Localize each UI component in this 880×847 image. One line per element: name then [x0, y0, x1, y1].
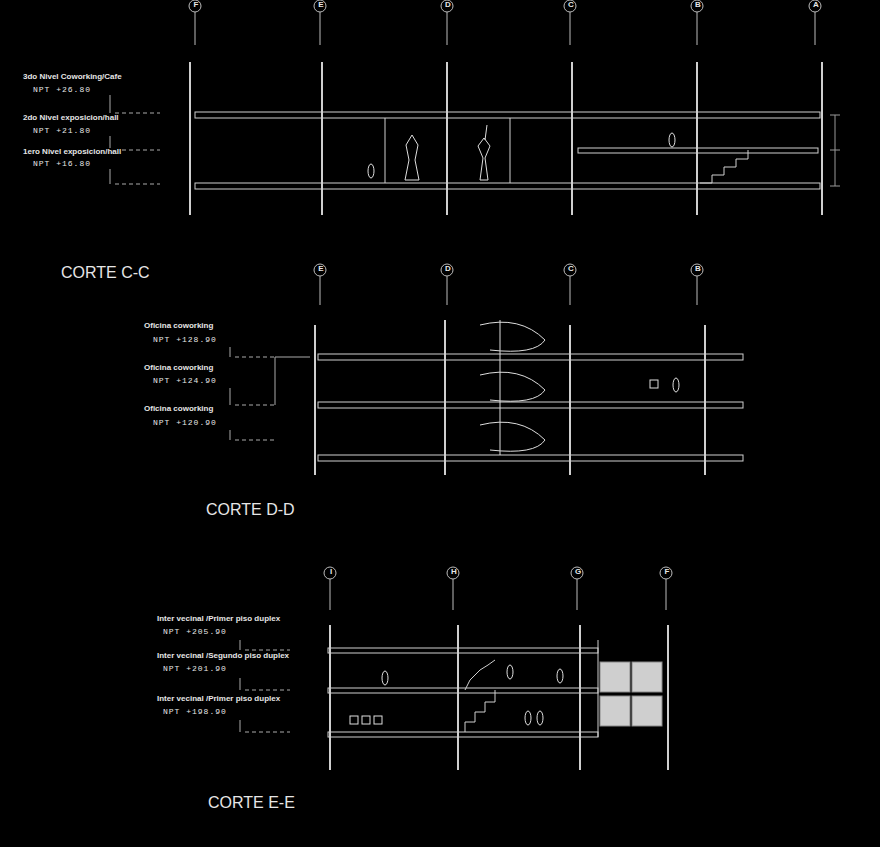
axis-letter: E [313, 1, 329, 10]
level-name: Oficina coworking [143, 405, 214, 414]
section-title: CORTE E-E [207, 794, 296, 812]
level-name: Inter vecinal /Segundo piso duplex [156, 652, 290, 661]
level-value: NPT +120.90 [152, 419, 218, 428]
axis-letter: D [440, 1, 456, 10]
axis-letter: E [313, 265, 329, 274]
axis-letter: C [563, 1, 579, 10]
axis-letter: D [440, 265, 456, 274]
axis-letter: F [659, 568, 675, 577]
level-value: NPT +16.80 [32, 160, 92, 169]
level-name: Oficina coworking [143, 364, 214, 373]
axis-letter: C [563, 265, 579, 274]
axis-letter: I [323, 568, 339, 577]
level-value: NPT +205.90 [162, 628, 228, 637]
level-name: 2do Nivel exposicion/hall [22, 114, 120, 123]
level-value: NPT +124.90 [152, 377, 218, 386]
axis-letter: B [690, 265, 706, 274]
level-value: NPT +26.80 [32, 86, 92, 95]
level-value: NPT +201.90 [162, 665, 228, 674]
level-value: NPT +128.90 [152, 336, 218, 345]
axis-letter: F [188, 1, 204, 10]
section-title: CORTE D-D [205, 501, 296, 519]
axis-letter: A [808, 1, 824, 10]
level-value: NPT +198.90 [162, 708, 228, 717]
section-title: CORTE C-C [60, 264, 151, 282]
level-name: 3do Nivel Coworking/Cafe [22, 73, 123, 82]
level-value: NPT +21.80 [32, 127, 92, 136]
level-name: Inter vecinal /Primer piso duplex [156, 615, 281, 624]
axis-letter: B [690, 1, 706, 10]
axis-letter: H [446, 568, 462, 577]
level-name: Inter vecinal /Primer piso duplex [156, 695, 281, 704]
level-name: Oficina coworking [143, 322, 214, 331]
level-name: 1ero Nivel exposicion/hall [22, 148, 122, 157]
axis-letter: G [570, 568, 586, 577]
